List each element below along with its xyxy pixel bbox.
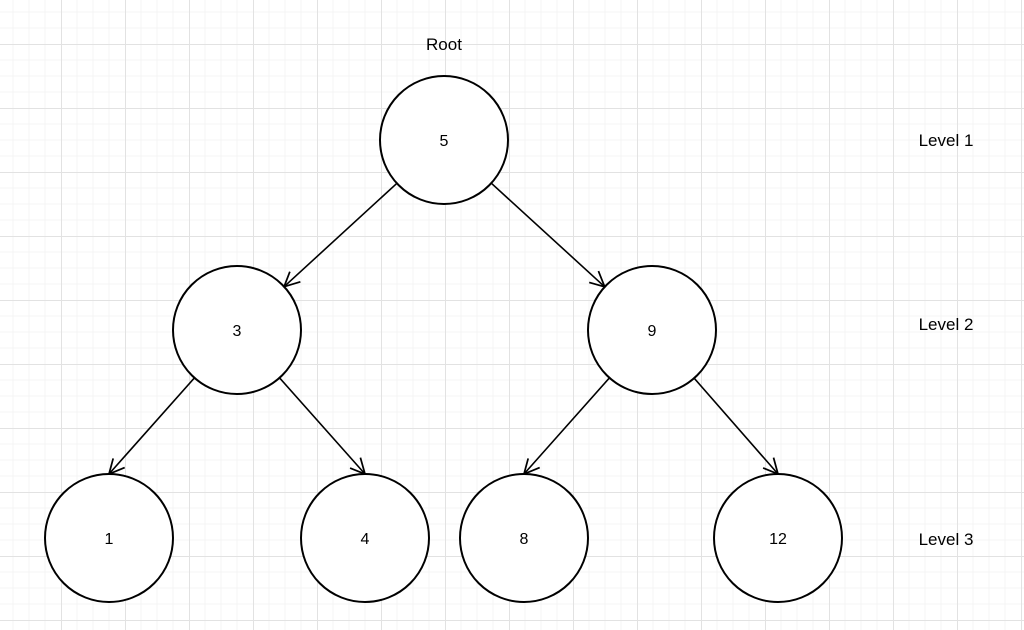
node-8-circle bbox=[459, 473, 589, 603]
node-5-circle bbox=[379, 75, 509, 205]
node-5-label: 5 bbox=[440, 133, 449, 150]
node-4-circle bbox=[300, 473, 430, 603]
edge-3-to-1 bbox=[107, 377, 196, 476]
edge-9-to-12 bbox=[693, 377, 780, 476]
node-9-circle bbox=[587, 265, 717, 395]
edge-9-to-8 bbox=[522, 377, 611, 476]
level-1-label: Level 1 bbox=[919, 131, 974, 150]
edge-5-to-9 bbox=[490, 182, 607, 289]
node-12-label: 12 bbox=[769, 531, 787, 548]
node-3-label: 3 bbox=[233, 323, 242, 340]
level-3-label: Level 3 bbox=[919, 530, 974, 549]
node-9-label: 9 bbox=[648, 323, 657, 340]
root-annotation: Root bbox=[426, 35, 462, 54]
edge-3-to-4 bbox=[278, 377, 367, 476]
level-2-label: Level 2 bbox=[919, 315, 974, 334]
node-4-label: 4 bbox=[361, 531, 370, 548]
node-1-label: 1 bbox=[105, 531, 114, 548]
node-3-circle bbox=[172, 265, 302, 395]
node-8-label: 8 bbox=[520, 531, 529, 548]
node-1-circle bbox=[44, 473, 174, 603]
node-12-circle bbox=[713, 473, 843, 603]
edge-5-to-3 bbox=[282, 182, 398, 289]
